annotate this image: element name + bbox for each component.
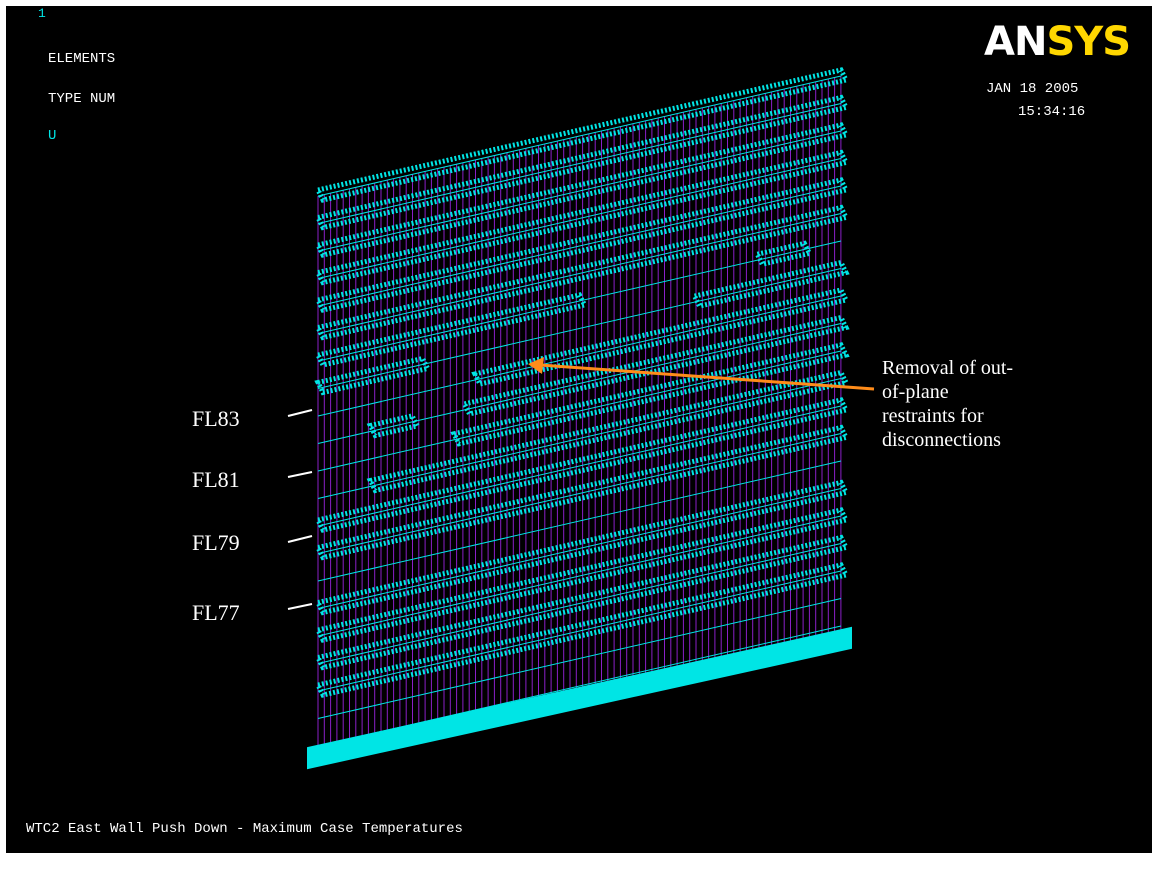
restraint-band (460, 314, 850, 417)
spandrel-line (317, 75, 842, 197)
annotation-text: Removal of out- of-plane restraints for … (882, 356, 1013, 452)
annotation-line-1: Removal of out- (882, 357, 1014, 379)
floor-leader-line (287, 535, 313, 543)
spandrel-line (317, 488, 842, 609)
floor-label-fl81: FL81 (192, 467, 240, 492)
display-option-elements: ELEMENTS (48, 51, 116, 67)
display-option-u: U (48, 128, 57, 144)
spandrel-elements (317, 75, 842, 747)
restraint-symbols (307, 67, 852, 770)
spandrel-line (317, 130, 842, 252)
logo-part-1: AN (984, 19, 1047, 65)
spandrel-line (317, 570, 842, 692)
annotation-line-2: of-plane (882, 381, 949, 403)
floor-label-fl79: FL79 (192, 530, 240, 555)
spandrel-line (317, 515, 842, 637)
finite-element-model (287, 67, 875, 770)
restraint-band (314, 424, 850, 561)
spandrel-line (317, 268, 842, 389)
restraint-band (366, 413, 421, 439)
restraint-band (314, 149, 850, 286)
plot-title: WTC2 East Wall Push Down - Maximum Case … (26, 821, 463, 837)
restraint-band (314, 67, 850, 203)
spandrel-line (317, 405, 842, 527)
restraint-band (450, 342, 850, 447)
restraint-band (314, 507, 850, 643)
spandrel-line (317, 158, 842, 279)
spandrel-line (317, 103, 842, 224)
spandrel-line (317, 323, 842, 444)
spandrel-line (317, 185, 842, 307)
annotation-line-3: restraints for (882, 405, 984, 427)
display-option-type-num: TYPE NUM (48, 91, 116, 107)
window-number: 1 (38, 6, 46, 21)
restraint-band (314, 204, 850, 341)
annotation-arrow-head (528, 357, 544, 374)
restraint-band (366, 369, 850, 494)
restraint-band (314, 562, 850, 698)
restraint-band (690, 259, 850, 309)
annotation-arrow-shaft (539, 363, 875, 391)
floor-label-fl77: FL77 (192, 600, 240, 625)
spandrel-line (317, 433, 842, 554)
restraint-band (314, 177, 850, 313)
base-restraint (307, 626, 852, 770)
graphics-window: 1 ELEMENTS TYPE NUM U ANSYS JAN 18 2005 … (6, 6, 1152, 853)
restraint-band (314, 479, 850, 616)
floor-leader-line (287, 409, 313, 417)
floor-label-fl83: FL83 (192, 406, 240, 431)
spandrel-line (317, 378, 842, 499)
floor-leader-line (287, 603, 313, 610)
restraint-band (314, 534, 850, 671)
time-stamp: 15:34:16 (1018, 104, 1086, 120)
floor-leader-line (287, 471, 313, 478)
spandrel-line (317, 350, 842, 472)
spandrel-line (317, 295, 842, 417)
spandrel-line (317, 460, 842, 582)
restraint-band (753, 240, 814, 268)
spandrel-line (317, 240, 842, 362)
logo-part-2: SYS (1046, 19, 1131, 65)
restraint-band (314, 94, 850, 231)
annotation-line-4: disconnections (882, 429, 1001, 451)
restraint-band (314, 122, 850, 258)
date-stamp: JAN 18 2005 (986, 81, 1079, 97)
spandrel-line (317, 598, 842, 719)
ansys-logo: ANSYS (984, 19, 1131, 65)
spandrel-line (317, 543, 842, 664)
spandrel-line (317, 213, 842, 334)
restraint-band (314, 355, 432, 396)
restraint-band (314, 397, 850, 533)
